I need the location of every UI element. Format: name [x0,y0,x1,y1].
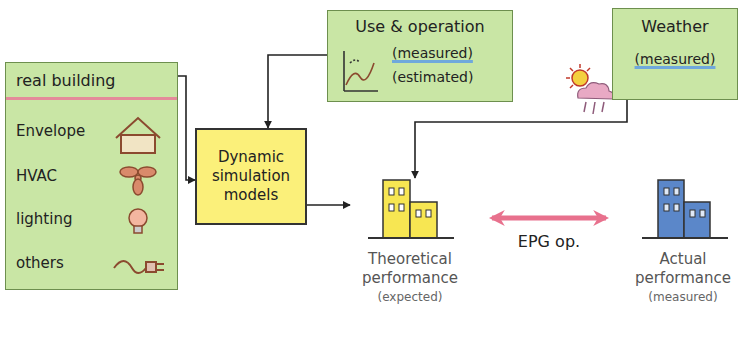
node-text: HVAC [16,167,167,186]
plug-icon [114,261,164,273]
cloud-icon [578,83,614,114]
house-icon [116,118,160,153]
process-box: Dynamic simulation models [195,128,307,225]
building-panel: real buildingEnvelopeHVAC lighting others [5,62,178,290]
flow-arrow [178,76,195,180]
fan-icon [120,167,156,195]
flow-arrow [268,55,327,128]
node-title: Dynamic simulation models [203,148,299,204]
gap-arrow [492,216,606,221]
building-system-icons [106,108,176,288]
node-text: (measured) [392,45,504,63]
input-box: Weather (measured) [612,8,738,100]
node-text: (measured) [628,290,738,305]
flow-arrow [415,100,627,178]
node-title: real building [6,71,177,100]
chart-icon [338,47,382,97]
node-title: Theoretical performance [350,250,470,288]
node-text: (expected) [350,290,470,305]
flow-arrow [307,204,350,206]
edge-label: EPG op. [515,232,583,251]
result-building: Actual performance (measured) [628,172,738,305]
node-text: lighting [16,210,167,229]
result-building: Theoretical performance (expected) [350,172,470,305]
node-text: (estimated) [392,69,504,87]
input-box: Use & operation (measured) (estimated) [327,10,513,102]
sun-icon [566,64,590,88]
building-illustration [628,172,738,244]
node-title: Use & operation [336,17,504,37]
node-text: Envelope [16,122,167,141]
node-text: (measured) [619,51,731,69]
node-text: others [16,254,167,273]
node-title: Weather [619,17,731,37]
bulb-icon [129,209,147,233]
building-illustration [350,172,470,244]
node-title: Actual performance [628,250,738,288]
